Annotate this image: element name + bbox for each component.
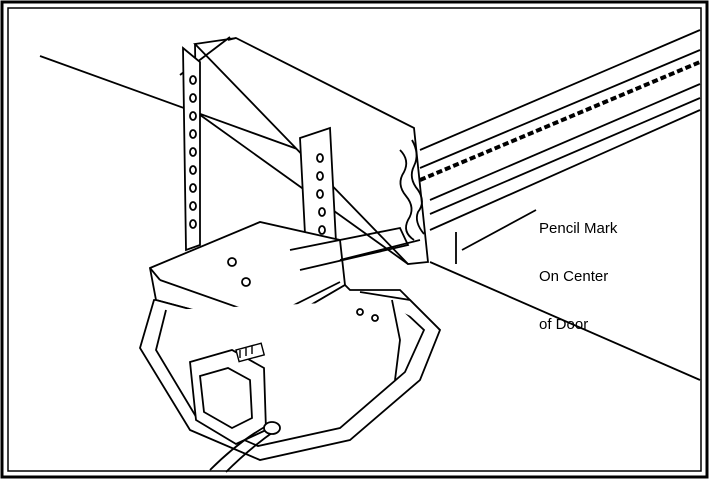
power-cord [209,421,281,473]
pencil-mark-callout: Pencil Mark On Center of Door [539,189,617,349]
pencil-mark [455,209,537,264]
light-lens [189,349,267,446]
door-top-line [429,261,701,381]
callout-line-1: Pencil Mark [539,220,618,237]
ceiling-line [39,55,301,151]
t-rail [419,29,701,231]
left-hanging-bracket [182,46,201,252]
terminal-strip [235,342,266,363]
rail-connector [289,226,421,271]
callout-line-3: of Door [539,316,589,333]
motor-housing [139,283,442,461]
callout-line-2: On Center [539,268,609,285]
inner-border [7,7,702,472]
